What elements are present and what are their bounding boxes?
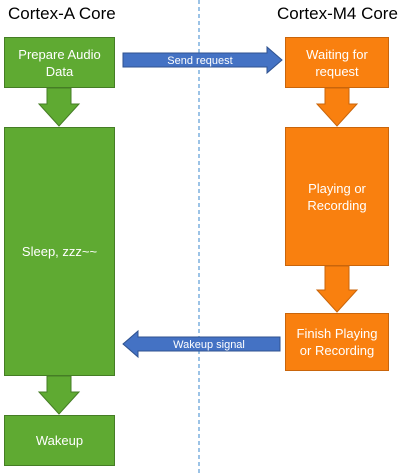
playing-line2: Recording [307,197,367,213]
wakeup-label: Wakeup [35,433,84,448]
playing-or-recording-box: Playing or Recording [285,127,389,266]
finish-playing-box: Finish Playing or Recording [285,313,389,371]
waiting-line2: request [315,63,359,79]
prepare-audio-data-box: Prepare Audio Data [4,37,115,88]
green-down-arrow-2 [37,375,81,415]
cortex-m4-lane-title: Cortex-M4 Core [277,4,398,23]
prepare-audio-line2: Data [45,63,74,79]
green-down-arrow-1 [37,87,81,127]
finish-line1: Finish Playing [296,326,378,341]
prepare-audio-line1: Prepare Audio [18,46,101,62]
orange-down-arrow-2 [315,265,359,313]
waiting-for-request-box: Waiting for request [285,37,389,88]
finish-line2: or Recording [299,343,375,358]
sleep-label: Sleep, zzz~~ [21,244,98,259]
cortex-a-lane-title: Cortex-A Core [8,4,116,23]
send-request-label: Send request [167,55,232,67]
wakeup-signal-label: Wakeup signal [173,339,245,351]
playing-line1: Playing or [308,180,366,196]
wakeup-signal-arrow [122,329,281,359]
waiting-line1: Waiting for [306,46,368,62]
wakeup-box: Wakeup [4,415,115,466]
send-request-arrow [122,45,283,75]
orange-down-arrow-1 [315,87,359,127]
sleep-box: Sleep, zzz~~ [4,127,115,376]
